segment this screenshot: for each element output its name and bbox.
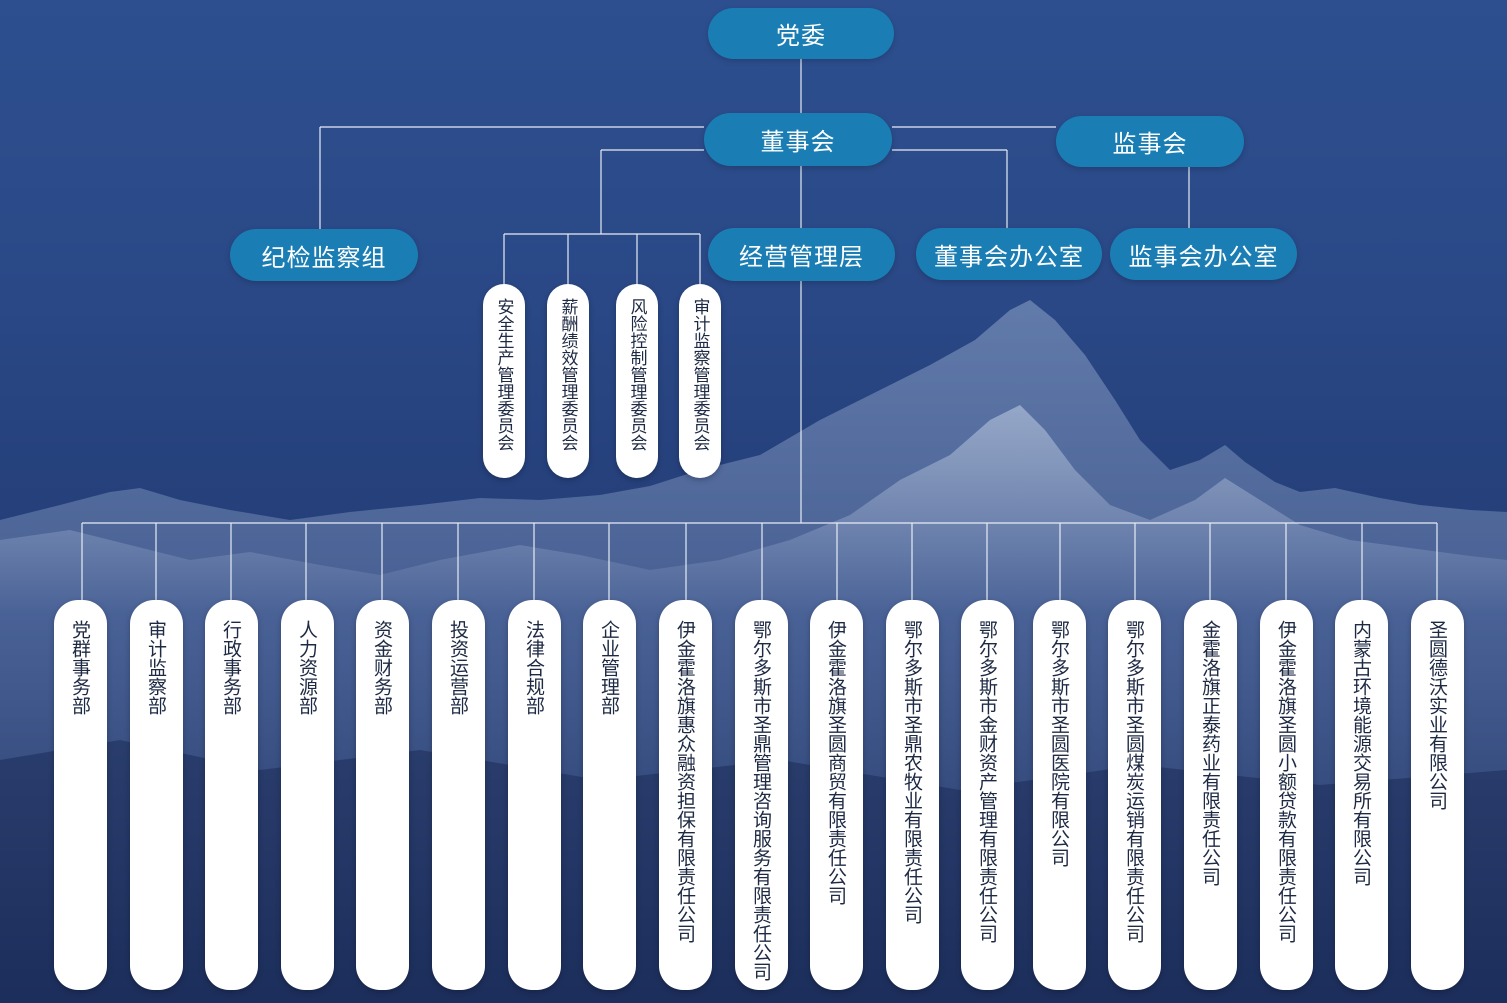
- department-label: 法律合规部: [523, 620, 545, 715]
- department-box: 人力资源部: [281, 600, 334, 990]
- department-label: 鄂尔多斯市圣圆煤炭运销有限责任公司: [1123, 620, 1145, 943]
- department-box: 投资运营部: [432, 600, 485, 990]
- party-committee-node: 党委: [708, 8, 894, 59]
- board-node: 董事会: [704, 113, 892, 166]
- committee-box: 安全生产管理委员会: [483, 284, 525, 478]
- department-box: 金霍洛旗正泰药业有限责任公司: [1184, 600, 1237, 990]
- supervisors-node: 监事会: [1056, 116, 1244, 167]
- department-box: 行政事务部: [205, 600, 258, 990]
- department-box: 资金财务部: [356, 600, 409, 990]
- supervisors-office-label: 监事会办公室: [1128, 242, 1279, 271]
- committee-label: 薪酬绩效管理委员会: [557, 298, 578, 451]
- department-box: 鄂尔多斯市圣圆医院有限公司: [1033, 600, 1086, 990]
- management-node: 经营管理层: [708, 228, 895, 281]
- department-label: 鄂尔多斯市圣鼎农牧业有限责任公司: [901, 620, 923, 924]
- board-office-label: 董事会办公室: [934, 242, 1084, 271]
- management-label: 经营管理层: [739, 243, 864, 271]
- department-box: 鄂尔多斯市圣圆煤炭运销有限责任公司: [1108, 600, 1161, 990]
- department-box: 党群事务部: [54, 600, 107, 990]
- board-office-node: 董事会办公室: [916, 228, 1102, 280]
- department-label: 审计监察部: [145, 620, 167, 715]
- department-label: 投资运营部: [447, 620, 469, 715]
- department-label: 伊金霍洛旗圣圆小额贷款有限责任公司: [1275, 620, 1297, 943]
- committee-box: 薪酬绩效管理委员会: [547, 284, 589, 478]
- department-label: 人力资源部: [296, 620, 318, 715]
- department-box: 伊金霍洛旗惠众融资担保有限责任公司: [659, 600, 712, 990]
- department-box: 鄂尔多斯市圣鼎管理咨询服务有限责任公司: [735, 600, 788, 990]
- department-box: 圣圆德沃实业有限公司: [1411, 600, 1464, 990]
- department-box: 伊金霍洛旗圣圆商贸有限责任公司: [810, 600, 863, 990]
- department-box: 审计监察部: [130, 600, 183, 990]
- department-label: 伊金霍洛旗圣圆商贸有限责任公司: [825, 620, 847, 905]
- party-committee-label: 党委: [776, 22, 826, 50]
- department-box: 法律合规部: [508, 600, 561, 990]
- department-label: 鄂尔多斯市圣圆医院有限公司: [1048, 620, 1070, 867]
- department-label: 圣圆德沃实业有限公司: [1426, 620, 1448, 810]
- committee-label: 风险控制管理委员会: [626, 298, 647, 451]
- discipline-group-node: 纪检监察组: [230, 229, 418, 281]
- department-label: 内蒙古环境能源交易所有限公司: [1350, 620, 1372, 886]
- department-box: 内蒙古环境能源交易所有限公司: [1335, 600, 1388, 990]
- discipline-group-label: 纪检监察组: [261, 243, 387, 272]
- department-label: 鄂尔多斯市圣鼎管理咨询服务有限责任公司: [750, 620, 772, 981]
- committee-box: 风险控制管理委员会: [616, 284, 658, 478]
- department-label: 资金财务部: [371, 620, 393, 715]
- department-label: 行政事务部: [220, 620, 242, 715]
- department-label: 企业管理部: [598, 620, 620, 715]
- department-box: 伊金霍洛旗圣圆小额贷款有限责任公司: [1260, 600, 1313, 990]
- board-label: 董事会: [760, 128, 836, 156]
- department-label: 鄂尔多斯市金财资产管理有限责任公司: [976, 620, 998, 943]
- committee-label: 审计监察管理委员会: [689, 298, 710, 451]
- supervisors-label: 监事会: [1112, 130, 1188, 158]
- committee-box: 审计监察管理委员会: [679, 284, 721, 478]
- department-box: 企业管理部: [583, 600, 636, 990]
- department-box: 鄂尔多斯市圣鼎农牧业有限责任公司: [886, 600, 939, 990]
- department-label: 金霍洛旗正泰药业有限责任公司: [1199, 620, 1221, 886]
- department-label: 党群事务部: [69, 620, 91, 715]
- committee-label: 安全生产管理委员会: [493, 298, 514, 451]
- supervisors-office-node: 监事会办公室: [1110, 228, 1297, 280]
- department-label: 伊金霍洛旗惠众融资担保有限责任公司: [674, 620, 696, 943]
- department-box: 鄂尔多斯市金财资产管理有限责任公司: [961, 600, 1014, 990]
